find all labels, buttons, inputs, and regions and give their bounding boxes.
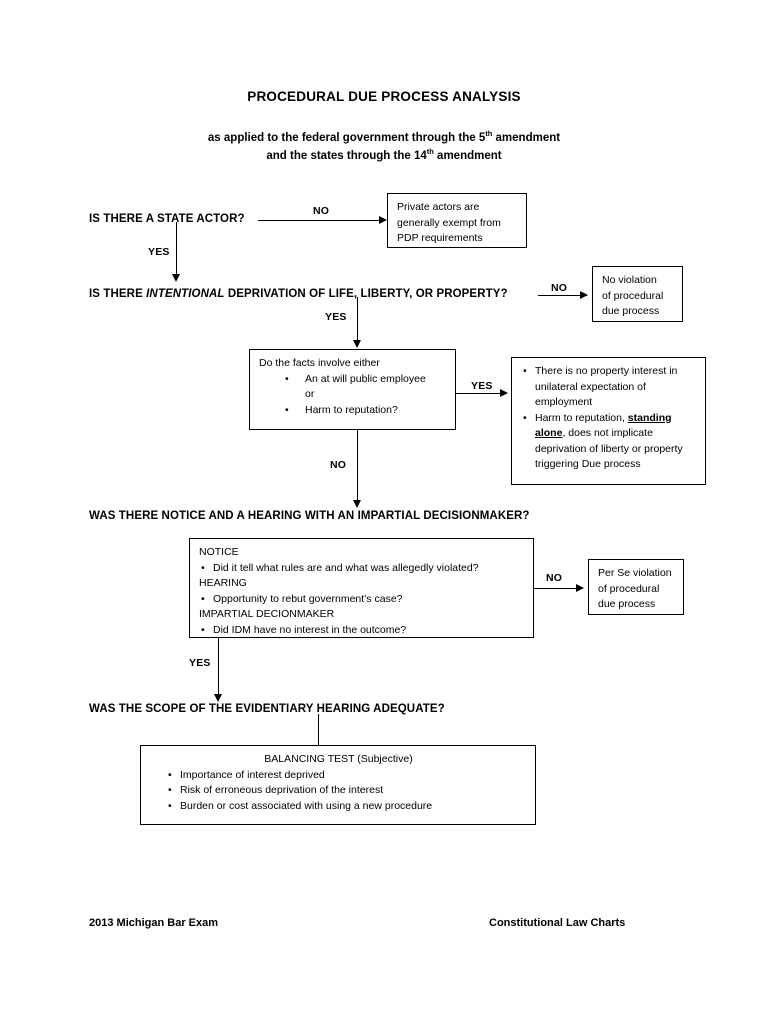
box-no-violation: No violation of procedural due process bbox=[592, 266, 683, 322]
facts-connector-or: or bbox=[305, 388, 315, 400]
balancing-test-heading: BALANCING TEST (Subjective) bbox=[264, 753, 413, 765]
balancing-bullet-3: Burden or cost associated with using a n… bbox=[166, 799, 527, 815]
edge-intentional-no bbox=[538, 295, 587, 296]
private-actors-line-2: generally exempt from bbox=[397, 216, 501, 229]
edge-state-actor-yes bbox=[176, 222, 177, 278]
question-notice-hearing: WAS THERE NOTICE AND A HEARING WITH AN I… bbox=[89, 510, 530, 522]
impartial-decisionmaker-heading: IMPARTIAL DECIONMAKER bbox=[199, 608, 335, 620]
notice-heading: NOTICE bbox=[199, 546, 239, 558]
edge-label-intentional-yes: YES bbox=[325, 311, 347, 323]
facts-lead: Do the facts involve either bbox=[259, 357, 380, 369]
per-se-line-2: of procedural bbox=[598, 582, 660, 595]
edge-notice-yes-arrowhead bbox=[213, 694, 222, 702]
edge-label-state-actor-no: NO bbox=[313, 205, 330, 217]
footer-right: Constitutional Law Charts bbox=[489, 917, 626, 929]
edge-label-notice-yes: YES bbox=[189, 657, 211, 669]
property-interest-list: There is no property interest in unilate… bbox=[521, 364, 697, 473]
edge-state-actor-no-arrowhead bbox=[379, 215, 387, 224]
edge-facts-yes-arrowhead bbox=[500, 388, 508, 397]
facts-list: An at will public employee or Harm to re… bbox=[259, 372, 447, 419]
balancing-test-list: Importance of interest deprived Risk of … bbox=[150, 768, 527, 815]
question-state-actor: IS THERE A STATE ACTOR? bbox=[89, 213, 245, 225]
edge-state-actor-no bbox=[258, 220, 379, 221]
edge-label-state-actor-yes: YES bbox=[148, 246, 170, 258]
balancing-bullet-2: Risk of erroneous deprivation of the int… bbox=[166, 783, 527, 799]
private-actors-line-3: PDP requirements bbox=[397, 232, 483, 244]
edge-label-facts-no: NO bbox=[330, 459, 347, 471]
subtitle-line-1: as applied to the federal government thr… bbox=[207, 129, 561, 144]
edge-label-intentional-no: NO bbox=[551, 282, 568, 294]
facts-bullet-2: Harm to reputation? bbox=[259, 403, 447, 419]
question-scope-of-hearing: WAS THE SCOPE OF THE EVIDENTIARY HEARING… bbox=[89, 703, 445, 715]
property-interest-bullet-2: Harm to reputation, standing alone, does… bbox=[521, 411, 697, 473]
private-actors-line-1: Private actors are bbox=[397, 201, 480, 213]
impartial-decisionmaker-bullet-1: Did IDM have no interest in the outcome? bbox=[199, 623, 525, 639]
hearing-list: Opportunity to rebut government’s case? bbox=[199, 592, 525, 608]
edge-facts-no-arrowhead bbox=[352, 500, 361, 508]
edge-facts-no bbox=[357, 430, 358, 505]
question-intentional-deprivation: IS THERE INTENTIONAL DEPRIVATION OF LIFE… bbox=[89, 288, 508, 300]
no-violation-line-2: of procedural bbox=[602, 289, 664, 302]
box-property-interest: There is no property interest in unilate… bbox=[511, 357, 706, 485]
edge-intentional-yes bbox=[357, 297, 358, 345]
subtitle-line-2: and the states through the 14th amendmen… bbox=[266, 147, 502, 162]
footer-left: 2013 Michigan Bar Exam bbox=[89, 917, 219, 929]
box-private-actors: Private actors are generally exempt from… bbox=[387, 193, 527, 248]
no-violation-line-1: No violation bbox=[602, 274, 657, 286]
hearing-bullet-1: Opportunity to rebut government’s case? bbox=[199, 592, 525, 608]
page-title: PROCEDURAL DUE PROCESS ANALYSIS bbox=[247, 89, 521, 104]
edge-intentional-yes-arrowhead bbox=[352, 340, 361, 348]
page-subtitle: as applied to the federal government thr… bbox=[0, 129, 768, 165]
balancing-bullet-1: Importance of interest deprived bbox=[166, 768, 527, 784]
edge-label-facts-yes: YES bbox=[471, 380, 493, 392]
per-se-line-1: Per Se violation bbox=[598, 567, 672, 579]
notice-bullet-1: Did it tell what rules are and what was … bbox=[199, 561, 525, 577]
per-se-line-3: due process bbox=[598, 598, 656, 610]
edge-intentional-no-arrowhead bbox=[580, 290, 588, 299]
edge-label-notice-no: NO bbox=[546, 572, 563, 584]
edge-notice-no-arrowhead bbox=[576, 583, 584, 592]
edge-scope-to-balancing bbox=[318, 714, 319, 745]
box-per-se-violation: Per Se violation of procedural due proce… bbox=[588, 559, 684, 615]
box-notice-hearing-detail: NOTICE Did it tell what rules are and wh… bbox=[189, 538, 534, 638]
edge-notice-no bbox=[534, 588, 583, 589]
facts-bullet-1: An at will public employee bbox=[259, 372, 447, 388]
impartial-decisionmaker-list: Did IDM have no interest in the outcome? bbox=[199, 623, 525, 639]
property-interest-bullet-1: There is no property interest in unilate… bbox=[521, 364, 697, 411]
box-facts-involve: Do the facts involve either An at will p… bbox=[249, 349, 456, 430]
hearing-heading: HEARING bbox=[199, 577, 247, 589]
box-balancing-test: BALANCING TEST (Subjective) Importance o… bbox=[140, 745, 536, 825]
no-violation-line-3: due process bbox=[602, 305, 660, 317]
edge-notice-yes bbox=[218, 638, 219, 698]
notice-list: Did it tell what rules are and what was … bbox=[199, 561, 525, 577]
edge-facts-yes bbox=[456, 393, 506, 394]
edge-state-actor-yes-arrowhead bbox=[171, 274, 180, 282]
